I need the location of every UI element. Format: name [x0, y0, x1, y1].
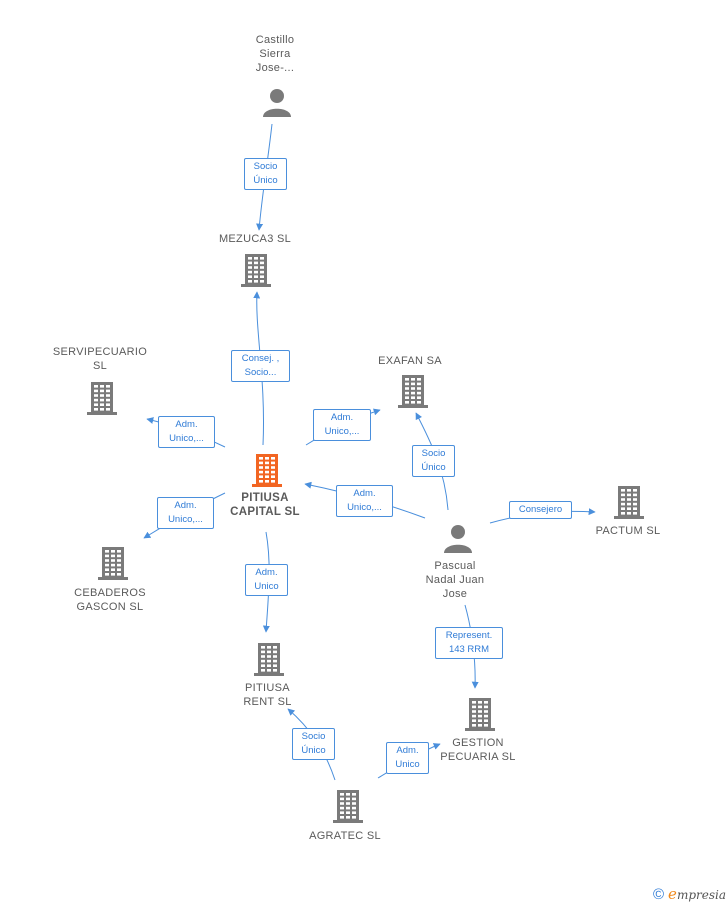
node-pitiusa-capital-label[interactable]: PITIUSA CAPITAL SL — [215, 491, 315, 519]
label-line: Nadal Juan — [425, 574, 485, 586]
person-icon — [444, 525, 472, 553]
node-pitiusa-rent-label[interactable]: PITIUSA RENT SL — [225, 681, 310, 709]
edge-label-line: Socio — [253, 161, 278, 172]
edge-label-line: Consejero — [518, 504, 563, 515]
building-icon[interactable] — [252, 454, 282, 487]
label-line: PITIUSA — [241, 492, 289, 504]
edge-label-castillo-mezuca3[interactable]: Socio Único — [244, 158, 287, 190]
label-line: Jose — [442, 588, 468, 600]
person-icon — [263, 89, 291, 117]
building-icon[interactable] — [241, 254, 271, 287]
building-icon[interactable] — [465, 698, 495, 731]
building-icon[interactable] — [398, 375, 428, 408]
label-line: Sierra — [259, 48, 291, 60]
edge-label-pitiusa-exafan[interactable]: Adm. Unico,... — [313, 409, 371, 441]
label-line: PITIUSA — [245, 682, 290, 694]
edge-label-line: Consej. , — [241, 353, 280, 364]
label-line: Castillo — [255, 34, 295, 46]
footer-brand[interactable]: © empresia — [653, 885, 726, 903]
node-castillo-label[interactable]: Castillo Sierra Jose-... — [240, 33, 310, 75]
edge-label-line: Socio — [301, 731, 326, 742]
edge-label-line: Unico,... — [169, 433, 204, 444]
edge-label-pascual-exafan[interactable]: Socio Único — [412, 445, 455, 477]
edge-label-line: Unico,... — [324, 426, 360, 437]
label-line: SERVIPECUARIO — [52, 346, 148, 358]
edge-label-line: Único — [253, 175, 278, 186]
edge-label-line: Socio — [421, 448, 446, 459]
edge-label-pascual-pactum[interactable]: Consejero — [509, 501, 572, 519]
label-line: CAPITAL SL — [230, 506, 300, 518]
edge-label-line: Unico,... — [168, 514, 203, 525]
building-icon[interactable] — [98, 547, 128, 580]
node-exafan-label[interactable]: EXAFAN SA — [360, 354, 460, 368]
node-servipecuario-label[interactable]: SERVIPECUARIO SL — [45, 345, 155, 373]
node-pactum-label[interactable]: PACTUM SL — [583, 524, 673, 538]
edge-label-line: 143 RRM — [448, 644, 490, 655]
building-icon[interactable] — [614, 486, 644, 519]
building-icon[interactable] — [87, 382, 117, 415]
brand-name: mpresia — [676, 888, 726, 902]
building-icon[interactable] — [254, 643, 284, 676]
label-line: GESTION — [452, 737, 504, 749]
edge-label-line: Adm. — [330, 412, 354, 423]
label-line: RENT SL — [243, 696, 292, 708]
edge-label-line: Adm. — [255, 567, 278, 578]
label-line: MEZUCA3 SL — [218, 233, 292, 245]
edge-label-agratec-gestion[interactable]: Adm. Unico — [386, 742, 429, 774]
building-icon[interactable] — [333, 790, 363, 823]
edge-label-line: Represent. — [445, 630, 493, 641]
brand-logo: empresia — [668, 885, 726, 903]
edge-label-line: Adm. — [396, 745, 419, 756]
node-pascual-label[interactable]: Pascual Nadal Juan Jose — [410, 559, 500, 601]
edge-label-line: Único — [421, 462, 446, 473]
label-line: EXAFAN SA — [378, 355, 442, 367]
edge-label-pascual-gestion[interactable]: Represent. 143 RRM — [435, 627, 503, 659]
edge-label-agratec-rent[interactable]: Socio Único — [292, 728, 335, 760]
edge-label-line: Adm. — [174, 500, 197, 511]
node-mezuca3-label[interactable]: MEZUCA3 SL — [200, 232, 310, 246]
label-line: Pascual — [434, 560, 476, 572]
node-agratec-label[interactable]: AGRATEC SL — [295, 829, 395, 843]
label-line: SL — [92, 360, 108, 372]
label-line: CEBADEROS — [74, 587, 146, 599]
edge-label-pascual-pitiusa[interactable]: Adm. Unico,... — [336, 485, 393, 517]
node-cebaderos-label[interactable]: CEBADEROS GASCON SL — [60, 586, 160, 614]
label-line: PECUARIA SL — [440, 751, 516, 763]
edge-label-line: Unico — [254, 581, 279, 592]
edge-label-line: Socio... — [244, 367, 277, 378]
label-line: AGRATEC SL — [309, 830, 381, 842]
edge-label-line: Unico,... — [347, 502, 382, 513]
node-gestion-label[interactable]: GESTION PECUARIA SL — [428, 736, 528, 764]
edge-label-line: Unico — [395, 759, 420, 770]
label-line: Jose-... — [255, 62, 295, 74]
edge-label-pitiusa-mezuca3[interactable]: Consej. , Socio... — [231, 350, 290, 382]
copyright-icon: © — [652, 885, 665, 903]
edge-label-pitiusa-rent[interactable]: Adm. Unico — [245, 564, 288, 596]
edge-label-pitiusa-servipecuario[interactable]: Adm. Unico,... — [158, 416, 215, 448]
edge-label-line: Adm. — [175, 419, 198, 430]
edge-label-line: Único — [301, 745, 326, 756]
edge-label-line: Adm. — [353, 488, 376, 499]
label-line: GASCON SL — [76, 601, 144, 613]
label-line: PACTUM SL — [595, 525, 661, 537]
edge-label-pitiusa-cebaderos[interactable]: Adm. Unico,... — [157, 497, 214, 529]
brand-initial: e — [668, 885, 677, 903]
